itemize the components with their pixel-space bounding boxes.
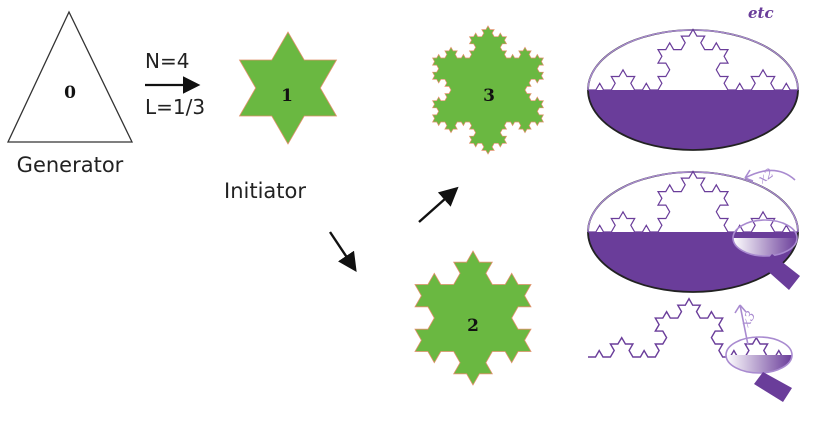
arrow-down-right-icon: [329, 231, 357, 272]
zoom-arrow-icon: [744, 169, 796, 182]
times-two-label: x2: [756, 166, 777, 187]
iteration-three-snowflake: [431, 25, 545, 155]
times-three-label: x3: [738, 309, 759, 330]
bowl-top: [587, 28, 799, 151]
n-label: N=4: [145, 49, 189, 73]
arrow-up-right-icon: [418, 186, 459, 223]
l-label: L=1/3: [145, 95, 205, 119]
koch-curve-bottom: [588, 297, 790, 358]
generator-caption: Generator: [17, 153, 124, 177]
generator-triangle: [6, 10, 134, 143]
initiator-star: [238, 31, 338, 145]
initiator-number: 1: [281, 86, 293, 106]
magnifier-icon: [732, 219, 800, 290]
magnifier-icon: [725, 336, 793, 402]
zoom-arrow-icon: [734, 304, 749, 346]
generator-number: 0: [64, 83, 76, 103]
etc-label: etc: [748, 4, 774, 22]
iteration-two-snowflake: [414, 250, 532, 386]
bowl-middle: [587, 170, 799, 293]
iteration-two-number: 2: [467, 316, 479, 336]
initiator-caption: Initiator: [224, 179, 306, 203]
iteration-three-number: 3: [483, 86, 495, 106]
